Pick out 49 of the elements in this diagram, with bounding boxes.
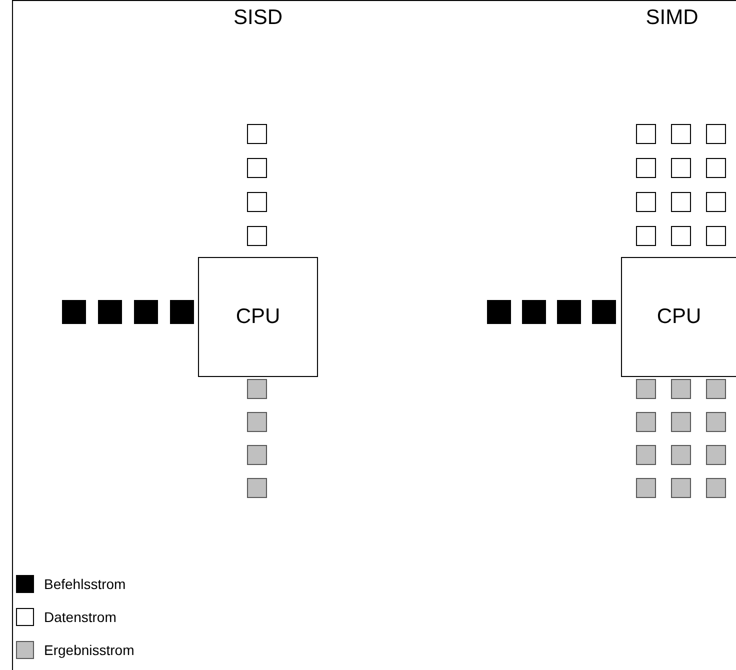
instruction-square (522, 300, 546, 324)
cpu-label: CPU (656, 305, 702, 329)
data-square (247, 124, 267, 144)
data-square (706, 158, 726, 178)
instruction-square (134, 300, 158, 324)
data-square (671, 192, 691, 212)
cpu-box (621, 257, 736, 377)
panel-heading: SISD (234, 6, 282, 30)
legend-label: Befehlsstrom (44, 576, 126, 592)
result-square (671, 478, 691, 498)
instruction-square (170, 300, 194, 324)
data-square (671, 124, 691, 144)
panel-heading: SIMD (646, 6, 698, 30)
instruction-square (592, 300, 616, 324)
instruction-square (62, 300, 86, 324)
instruction-square (487, 300, 511, 324)
data-square (706, 226, 726, 246)
data-square (706, 124, 726, 144)
instruction-square (98, 300, 122, 324)
data-square (706, 192, 726, 212)
result-square (247, 445, 267, 465)
instruction-square (557, 300, 581, 324)
data-square (247, 192, 267, 212)
result-square (636, 445, 656, 465)
data-square (247, 226, 267, 246)
data-square (247, 158, 267, 178)
result-square (671, 412, 691, 432)
data-square (671, 158, 691, 178)
result-square (636, 412, 656, 432)
result-square (247, 478, 267, 498)
cpu-label: CPU (236, 305, 280, 329)
result-square (706, 478, 726, 498)
result-square (706, 379, 726, 399)
cpu-box (198, 257, 318, 377)
data-square (636, 192, 656, 212)
result-square (706, 412, 726, 432)
result-square (636, 478, 656, 498)
result-square (671, 445, 691, 465)
result-square (671, 379, 691, 399)
result-square (247, 379, 267, 399)
result-square (247, 412, 267, 432)
data-square (636, 158, 656, 178)
data-square (671, 226, 691, 246)
legend-label: Ergebnisstrom (44, 642, 134, 658)
result-square (706, 445, 726, 465)
data-square (636, 226, 656, 246)
legend-label: Datenstrom (44, 609, 116, 625)
result-square (636, 379, 656, 399)
data-square (636, 124, 656, 144)
